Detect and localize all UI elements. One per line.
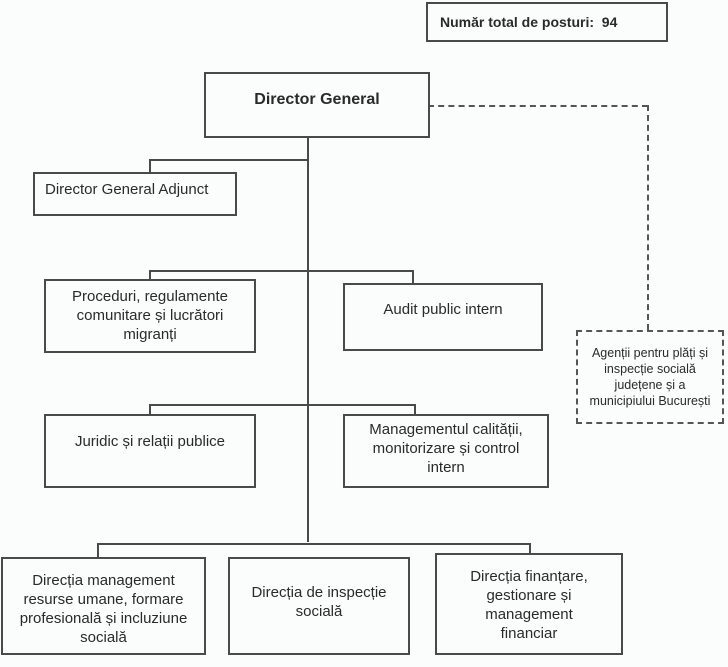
node-proceduri[interactable]: Proceduri, regulamente comunitare și luc… <box>44 279 256 353</box>
total-posts-box: Număr total de posturi: 94 <box>426 2 668 42</box>
node-directia-resurse-umane[interactable]: Direcția management resurse umane, forma… <box>1 557 206 655</box>
node-directia-finantare[interactable]: Direcția finanțare, gestionare și manage… <box>435 553 623 655</box>
node-juridic[interactable]: Juridic și relații publice <box>44 414 256 488</box>
dashed-connector-h <box>428 105 648 107</box>
node-label: Proceduri, regulamente comunitare și luc… <box>72 288 228 343</box>
connector-audit-v <box>412 270 414 284</box>
node-label: Direcția de inspecție socială <box>251 584 387 620</box>
node-label: Managementul calității, monitorizare și … <box>369 421 523 476</box>
node-directia-inspectie-sociala[interactable]: Direcția de inspecție socială <box>228 557 410 655</box>
connector-adjunct-v <box>149 159 151 173</box>
node-director-general[interactable]: Director General <box>204 72 430 138</box>
node-agentii-judetene[interactable]: Agenții pentru plăți și inspecție social… <box>576 330 724 424</box>
connector-juridic-v <box>149 404 151 415</box>
node-label: Agenții pentru plăți și inspecție social… <box>589 346 711 408</box>
node-label: Direcția management resurse umane, forma… <box>19 572 188 646</box>
node-audit-public-intern[interactable]: Audit public intern <box>343 283 543 351</box>
connector-calitate-v <box>414 404 416 415</box>
connector-row3-h <box>149 404 416 406</box>
main-trunk-line <box>307 137 309 542</box>
connector-resurse-v <box>97 543 99 557</box>
connector-finantare-v <box>529 543 531 553</box>
node-label: Director General Adjunct <box>45 181 209 198</box>
dashed-connector-v <box>647 105 649 330</box>
connector-adjunct-h <box>149 159 309 161</box>
connector-proceduri-v <box>149 270 151 280</box>
total-posts-label: Număr total de posturi: <box>440 13 595 30</box>
node-label: Audit public intern <box>383 301 503 318</box>
node-label: Director General <box>254 91 380 108</box>
node-label: Direcția finanțare, gestionare și manage… <box>470 568 588 642</box>
node-label: Juridic și relații publice <box>74 433 226 450</box>
node-director-general-adjunct[interactable]: Director General Adjunct <box>33 172 237 216</box>
node-management-calitate[interactable]: Managementul calității, monitorizare și … <box>343 414 549 488</box>
connector-row2-h <box>149 270 414 272</box>
connector-row4-h <box>97 543 531 545</box>
total-posts-value: 94 <box>601 13 618 30</box>
